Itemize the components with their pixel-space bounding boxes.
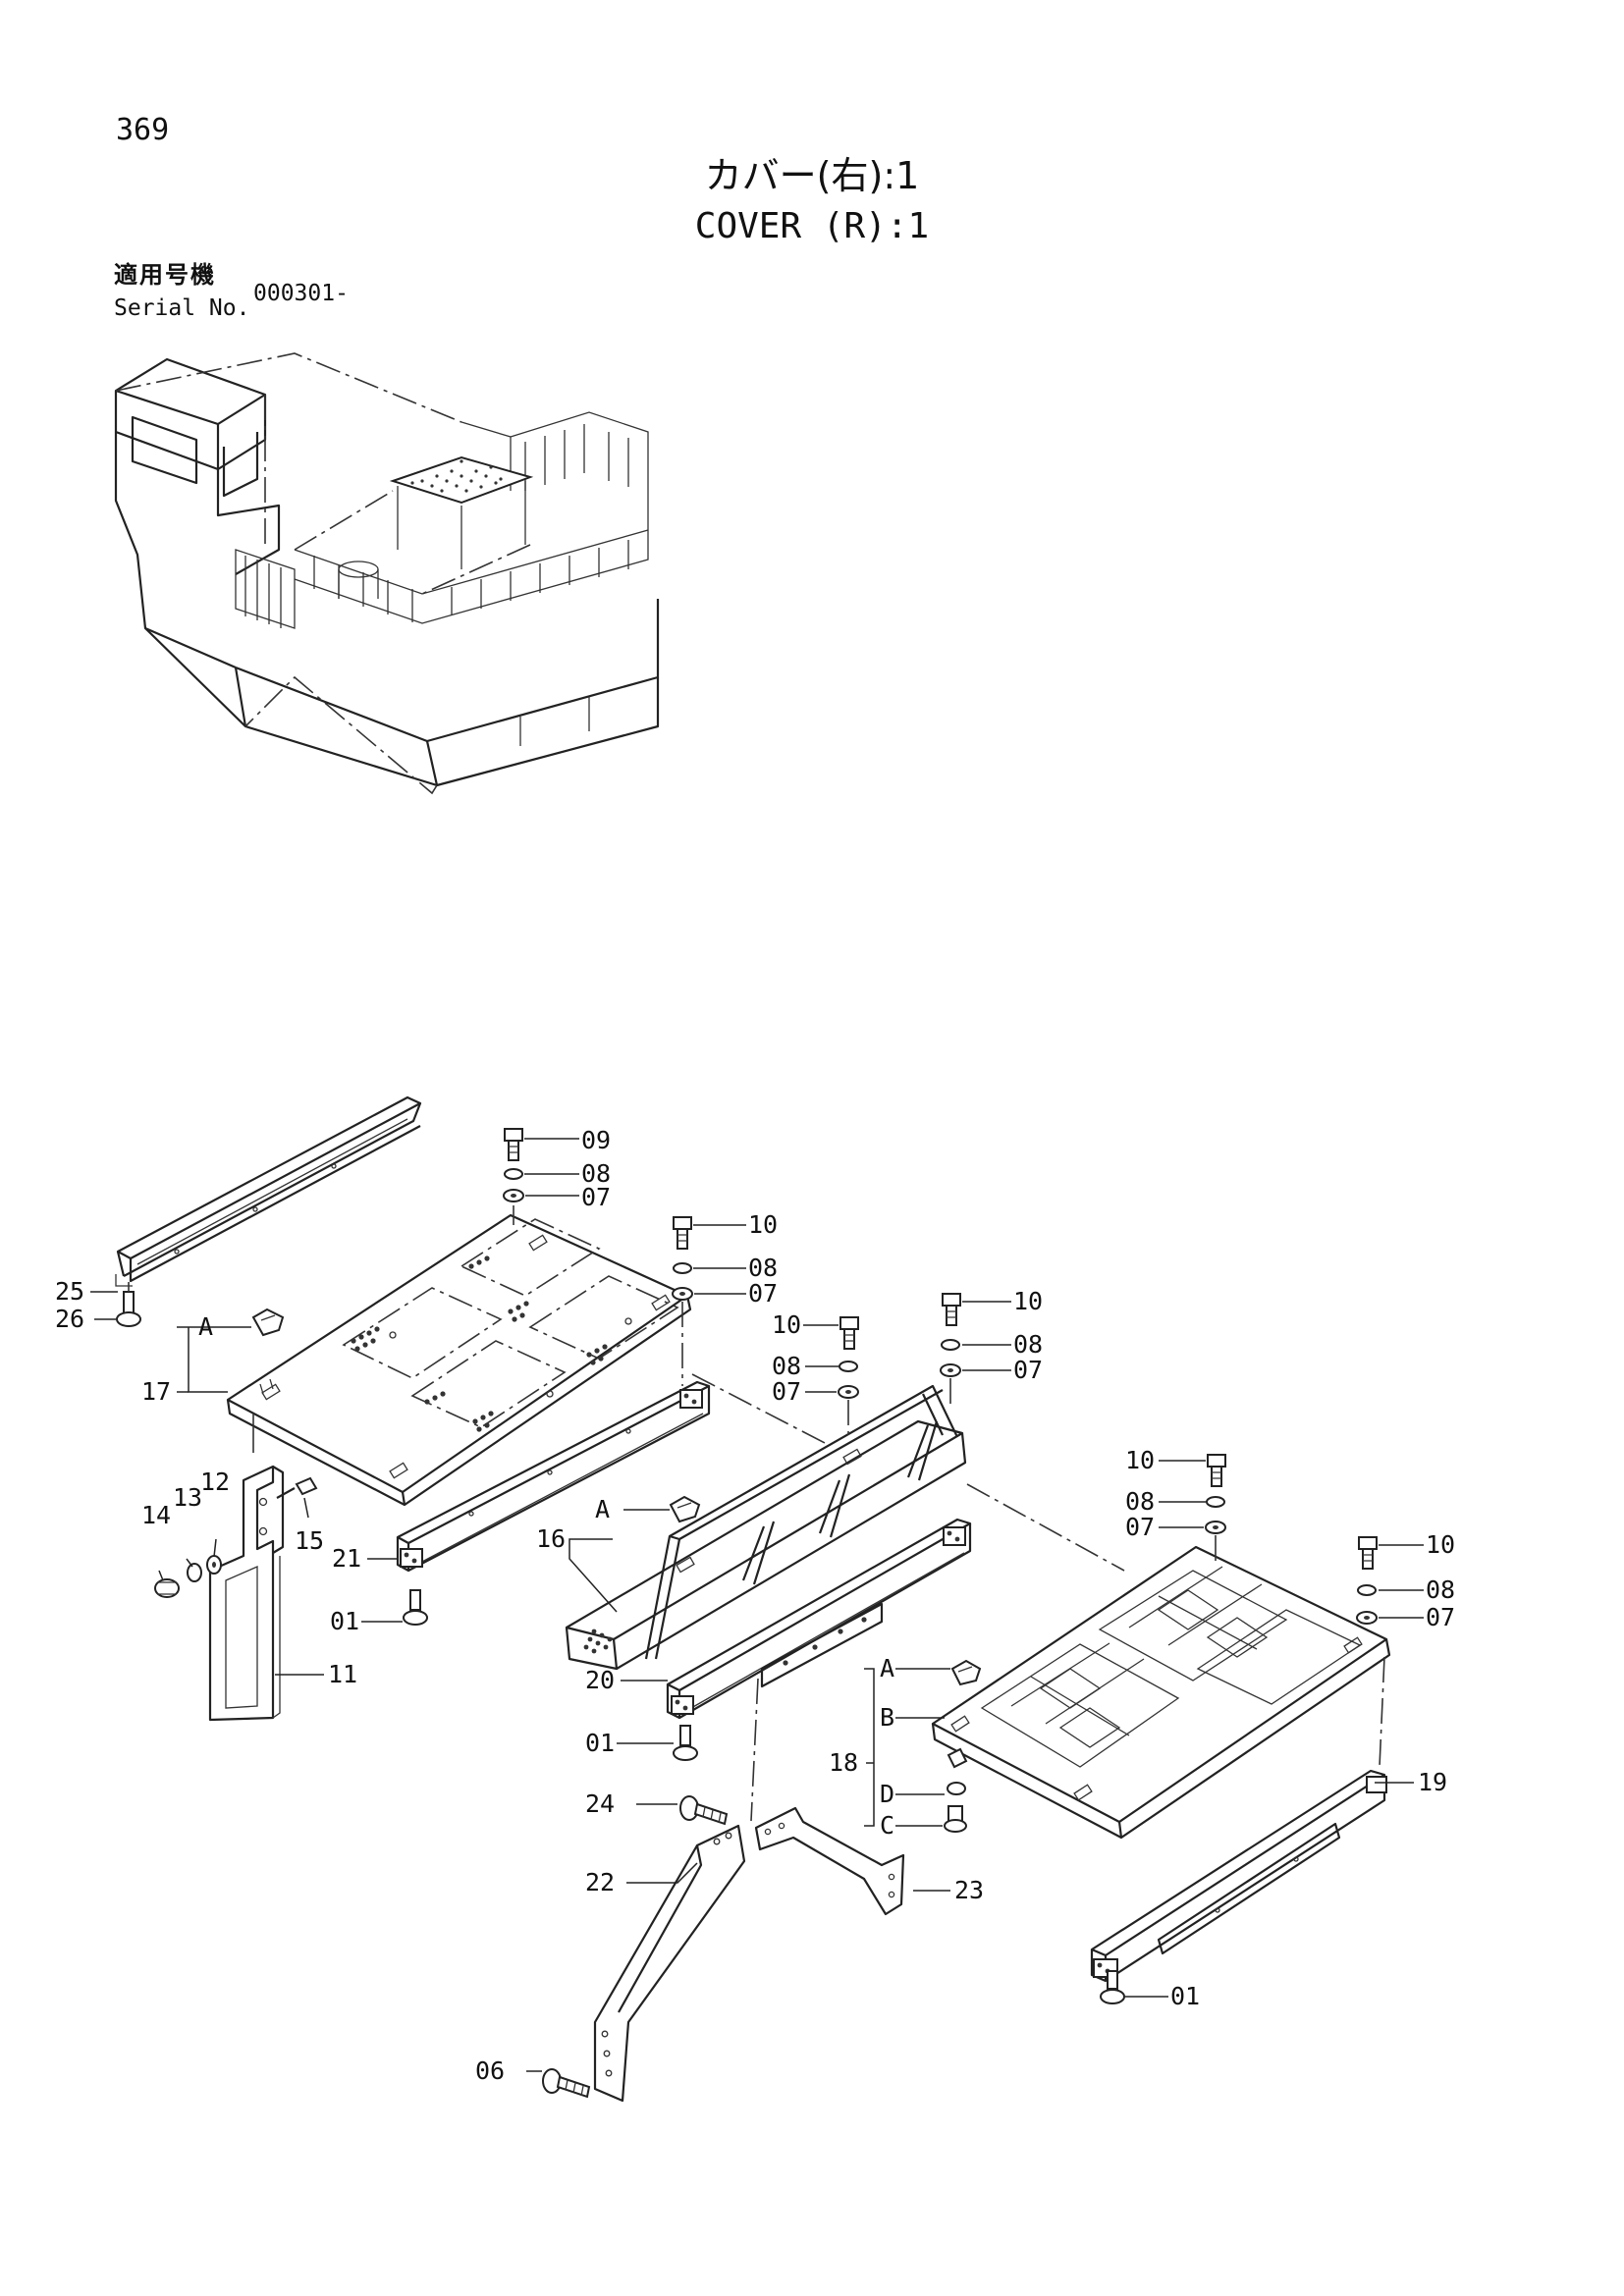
callout-08-f: 08 — [1426, 1575, 1455, 1604]
part-18-grated-cover — [931, 1545, 1391, 1840]
part-22-stay — [593, 1824, 746, 2103]
callout-a-1: A — [198, 1312, 213, 1341]
callout-16: 16 — [536, 1524, 566, 1553]
callout-07-d: 07 — [1013, 1356, 1043, 1384]
leader-lines — [90, 1138, 1424, 2072]
part-17-top-cover-panel — [226, 1213, 692, 1507]
callout-06: 06 — [475, 2056, 505, 2085]
callout-07-f: 07 — [1426, 1603, 1455, 1631]
callout-20: 20 — [585, 1666, 615, 1694]
bolt-stack-10-08-07-d — [1205, 1454, 1226, 1565]
callout-22: 22 — [585, 1868, 615, 1896]
callout-18: 18 — [829, 1748, 858, 1777]
bolt-stack-10-08-07-b — [838, 1316, 859, 1435]
part-18-handle-a — [950, 1659, 982, 1686]
callout-10-b: 10 — [772, 1310, 801, 1339]
machine-overview-illustration — [114, 352, 660, 795]
callout-10-d: 10 — [1125, 1446, 1155, 1474]
callout-01-c: 01 — [1170, 1982, 1200, 2010]
part-16-handle-a — [669, 1495, 701, 1523]
part-25-rail — [115, 1095, 422, 1287]
callout-07-e: 07 — [1125, 1513, 1155, 1541]
bolt-01-c — [1100, 1970, 1125, 2004]
callout-14: 14 — [141, 1501, 171, 1529]
callout-23: 23 — [954, 1876, 984, 1904]
serial-label-english: Serial No. — [114, 295, 250, 321]
part-21-rail — [396, 1380, 711, 1573]
bolt-24 — [679, 1795, 729, 1826]
serial-number-value: 000301- — [253, 281, 349, 306]
callout-25: 25 — [55, 1277, 84, 1306]
callout-01-a: 01 — [330, 1607, 359, 1635]
callout-13: 13 — [173, 1483, 202, 1512]
callout-08-e: 08 — [1125, 1487, 1155, 1516]
page-number: 369 — [116, 113, 170, 147]
part-20-rail — [666, 1518, 972, 1720]
callout-c: C — [880, 1811, 894, 1840]
bolt-stack-10-08-07-e — [1356, 1536, 1378, 1625]
callout-21: 21 — [332, 1544, 361, 1573]
callout-09: 09 — [581, 1126, 611, 1154]
callout-10-a: 10 — [748, 1210, 778, 1239]
callout-10-e: 10 — [1426, 1530, 1455, 1559]
callout-08-c: 08 — [772, 1352, 801, 1380]
callout-01-b: 01 — [585, 1729, 615, 1757]
callout-19: 19 — [1418, 1768, 1447, 1796]
callout-12: 12 — [200, 1468, 230, 1496]
bolt-01-a — [403, 1589, 428, 1626]
bolt-06 — [542, 2068, 591, 2099]
bolt-stack-10-08-07-c — [940, 1293, 961, 1404]
callout-a-2: A — [595, 1495, 610, 1523]
callout-08-a: 08 — [581, 1159, 611, 1188]
part-17-handle-a — [251, 1308, 285, 1337]
callout-10-c: 10 — [1013, 1287, 1043, 1315]
page-title-english: COVER (R):1 — [694, 206, 930, 246]
callout-d: D — [880, 1780, 894, 1808]
bolt-stack-10-08-07-a — [672, 1216, 693, 1386]
callout-07-b: 07 — [748, 1279, 778, 1308]
callout-b: B — [880, 1703, 894, 1732]
callout-07-a: 07 — [581, 1183, 611, 1211]
callout-08-d: 08 — [1013, 1330, 1043, 1359]
hardware-12-15 — [154, 1476, 318, 1598]
callout-11: 11 — [328, 1660, 357, 1688]
callout-labels: 09 08 07 10 08 07 10 08 07 10 08 07 10 0… — [55, 1126, 1455, 2085]
callout-08-b: 08 — [748, 1254, 778, 1282]
callout-24: 24 — [585, 1789, 615, 1818]
part-19-rail — [1090, 1769, 1387, 1983]
part-18-hardware-b-c-d — [944, 1747, 968, 1833]
bolt-stack-09-08-07 — [503, 1128, 524, 1225]
callout-15: 15 — [295, 1526, 324, 1555]
serial-label-japanese: 適用号機 — [114, 261, 216, 289]
bolt-26 — [116, 1291, 141, 1327]
callout-26: 26 — [55, 1305, 84, 1333]
assembly-centerlines — [128, 1282, 1385, 1822]
page-title-japanese: カバー(右):1 — [704, 154, 920, 197]
part-16-frame — [565, 1384, 967, 1671]
callout-17: 17 — [141, 1377, 171, 1406]
part-23-stay — [754, 1806, 905, 1916]
callout-a-3: A — [880, 1654, 894, 1682]
callout-07-c: 07 — [772, 1377, 801, 1406]
bolt-01-b — [673, 1725, 698, 1761]
